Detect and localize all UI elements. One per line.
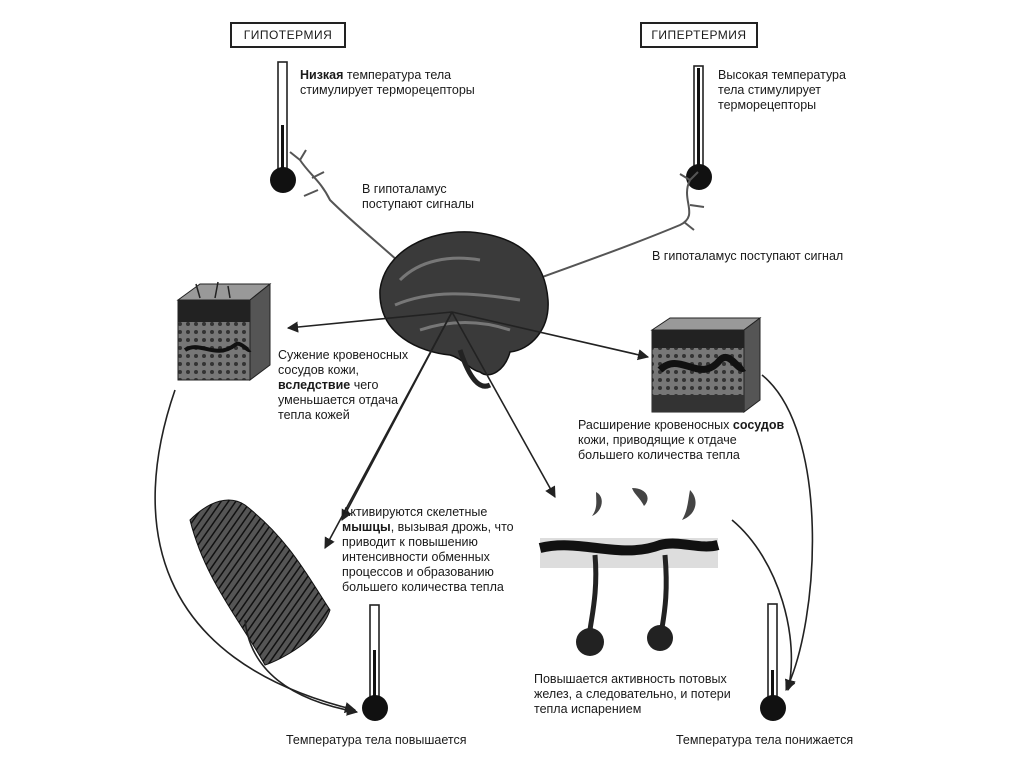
consequence-bold: вследствие [278, 378, 351, 392]
hypothermia-receptor-rest: температура тела стимулирует терморецепт… [300, 68, 475, 97]
skeletal-muscle [189, 499, 331, 666]
hypothermia-title: ГИПОТЕРМИЯ [230, 22, 346, 48]
thermometer-top-left [270, 61, 296, 193]
hyperthermia-title: ГИПЕРТЕРМИЯ [640, 22, 758, 48]
muscle-activation-text: Активируются скелетные мышцы, вызывая др… [342, 505, 522, 595]
muscle-text-part2: , вызывая дрожь, что приводит к повышени… [342, 520, 514, 594]
vessel-dilation-part2: кожи, приводящие к отдаче большего колич… [578, 433, 740, 462]
hypothermia-signal-text: В гипоталамус поступают сигналы [362, 182, 475, 211]
signal-arrows [154, 311, 814, 716]
thermometer-top-right [686, 65, 712, 190]
low-temp-bold: Низкая [300, 68, 344, 82]
vessel-dilation-text: Расширение кровеносных сосудов кожи, при… [578, 418, 788, 463]
vessel-constriction-part1: Сужение кровеносных сосудов кожи, [278, 348, 409, 377]
temp-falls-text: Температура тела понижается [676, 733, 854, 747]
vessels-bold: сосудов [732, 418, 785, 432]
hypothermia-receptor-text: Низкая температура тела стимулирует терм… [300, 68, 515, 98]
hyperthermia-signal-text: В гипоталамус поступают сигнал [652, 249, 844, 263]
hyperthermia-receptor-text: Высокая температура тела стимулирует тер… [718, 68, 846, 112]
vessel-constriction-part2: чего уменьшается отдача тепла кожей [278, 378, 399, 422]
temp-rises-text: Температура тела повышается [286, 733, 467, 747]
vessel-dilation-part1: Расширение кровеносных [578, 418, 733, 432]
brain-hypothalamus [379, 231, 549, 389]
vessel-constriction-text: Сужение кровеносных сосудов кожи, вследс… [278, 348, 420, 423]
skin-constricted-vessels [176, 281, 272, 381]
thermometer-bottom-left [362, 604, 388, 721]
muscles-bold: мышцы [342, 520, 391, 534]
sweat-glands [538, 488, 720, 656]
sweat-gland-text: Повышается активность потовых желез, а с… [534, 672, 731, 716]
skin-dilated-vessels [650, 317, 762, 413]
thermometer-bottom-right [760, 603, 786, 721]
muscle-text-part1: Активируются скелетные [342, 505, 488, 519]
